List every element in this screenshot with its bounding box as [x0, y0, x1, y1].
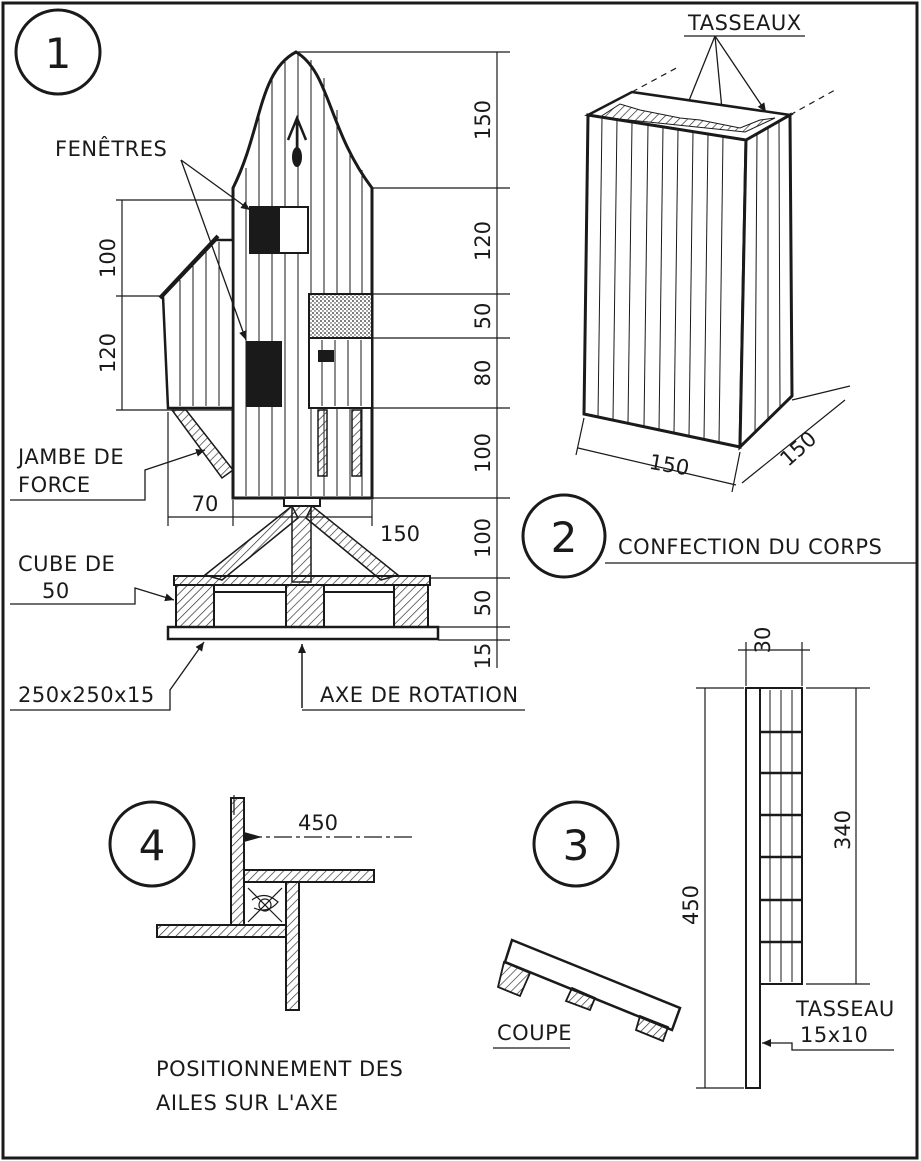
lower-window [246, 341, 282, 407]
label-tasseau-line2: 15x10 [800, 1023, 868, 1047]
dim-80-annex: 80 [471, 360, 495, 387]
dim-120-upper: 120 [471, 221, 495, 261]
dim-150-bottom: 150 [380, 522, 420, 546]
panel-1: 1 [10, 8, 525, 711]
dim-450-ladder: 450 [679, 885, 703, 925]
panel-2: TASSEAUX [521, 11, 918, 579]
panel-3: 3 [493, 627, 895, 1089]
dim-150-width: 150 [647, 450, 691, 481]
p1-bottom-dimensions [167, 412, 373, 526]
support-stand [166, 497, 440, 641]
base-plate [166, 625, 440, 641]
label-cube-line1: CUBE DE [18, 552, 115, 576]
wings-on-axis [156, 797, 375, 1011]
dim-150-depth: 150 [775, 426, 821, 471]
p3-dimension-lines [696, 642, 870, 1089]
label-jambe-line2: FORCE [18, 473, 91, 497]
panel-4-caption-line1: POSITIONNEMENT DES [156, 1057, 403, 1081]
p1-left-dimension-chain [116, 199, 233, 411]
label-coupe: COUPE [497, 1021, 572, 1045]
label-jambe-line1: JAMBE DE [16, 445, 124, 469]
dim-50-dotted: 50 [471, 303, 495, 330]
panel-2-number: 2 [551, 513, 578, 562]
birdhouse-tower [231, 50, 374, 500]
dim-450-wing: 450 [298, 811, 338, 835]
dim-100-left: 100 [96, 238, 120, 278]
ladder-panel [745, 687, 803, 1089]
right-annex [308, 293, 373, 477]
p1-right-dimension-values: 150 120 50 80 100 100 50 15 [471, 100, 495, 669]
section-view [496, 938, 682, 1043]
panel-4-caption-line2: AILES SUR L'AXE [156, 1091, 339, 1115]
panel-4-number: 4 [139, 821, 166, 870]
p1-right-dimension-chain [296, 51, 510, 668]
dim-150-roof: 150 [471, 100, 495, 140]
panel-2-badge [521, 493, 607, 579]
label-fenetres: FENÊTRES [55, 136, 167, 161]
cube-block [175, 584, 215, 628]
label-axe: AXE DE ROTATION [320, 683, 519, 707]
label-tasseau-line1: TASSEAU [795, 997, 895, 1021]
p2-dimension-lines [575, 385, 851, 493]
dim-70-bottom: 70 [192, 492, 219, 516]
axis-square [243, 881, 287, 926]
panel-4: 4 450 POSITIONNEMENT DES AILES SUR L'AXE [108, 795, 415, 1115]
dim-15-base: 15 [471, 643, 495, 670]
label-base-size: 250x250x15 [18, 683, 155, 707]
panel-1-number: 1 [45, 29, 72, 78]
dim-340-ladder: 340 [831, 810, 855, 850]
panel-2-title: CONFECTION DU CORPS [618, 535, 882, 559]
body-box [582, 65, 836, 451]
dim-30-top: 30 [751, 627, 775, 654]
label-tasseaux: TASSEAUX [687, 11, 802, 35]
label-cube-line2: 50 [42, 579, 70, 603]
panel-3-number: 3 [563, 821, 590, 870]
dim-50-cube: 50 [471, 590, 495, 617]
left-annex [158, 234, 235, 480]
dim-120-left: 120 [96, 333, 120, 373]
panel-3-badge [532, 800, 620, 888]
dim-100-stand: 100 [471, 518, 495, 558]
panel-1-badge [14, 8, 102, 96]
panel-4-badge [108, 800, 196, 888]
dim-100-lower: 100 [471, 433, 495, 473]
